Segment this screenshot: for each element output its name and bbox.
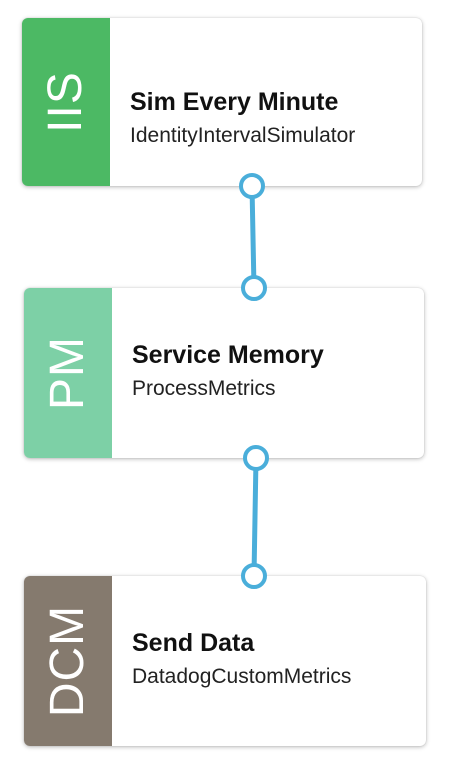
node-iis[interactable]: IIS Sim Every Minute IdentityIntervalSim… <box>22 18 422 186</box>
node-iis-badge: IIS <box>22 18 110 186</box>
node-dcm-badge: DCM <box>24 576 112 746</box>
node-iis-subtitle: IdentityIntervalSimulator <box>130 124 356 147</box>
node-pm-subtitle: ProcessMetrics <box>132 377 276 400</box>
port-pm-out[interactable] <box>243 445 269 471</box>
node-dcm[interactable]: DCM Send Data DatadogCustomMetrics <box>24 576 426 746</box>
edge-pm-dcm <box>251 455 259 579</box>
node-iis-title: Sim Every Minute <box>130 88 339 116</box>
node-dcm-title: Send Data <box>132 629 255 657</box>
node-dcm-subtitle: DatadogCustomMetrics <box>132 665 352 688</box>
node-pm[interactable]: PM Service Memory ProcessMetrics <box>24 288 424 458</box>
port-iis-out[interactable] <box>239 173 265 199</box>
node-pm-badge: PM <box>24 288 112 458</box>
port-pm-in[interactable] <box>241 275 267 301</box>
node-pm-title: Service Memory <box>132 341 324 369</box>
port-dcm-in[interactable] <box>241 563 267 589</box>
edge-iis-pm <box>249 183 257 291</box>
